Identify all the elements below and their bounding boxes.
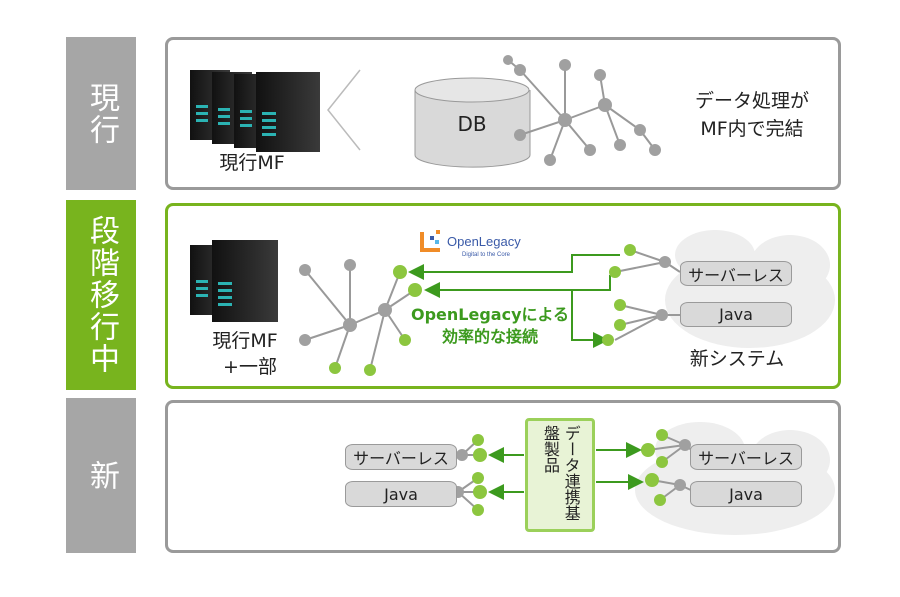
db-cylinder-icon <box>414 77 531 168</box>
connection-label-line1: OpenLegacyによる <box>410 305 570 324</box>
serverless-cylinder: サーバーレス <box>680 261 792 286</box>
openlegacy-logo: OpenLegacy Digital to the Core <box>420 230 521 258</box>
data-tree-current <box>503 55 661 166</box>
current-note-line2: MF内で完結 <box>700 118 804 140</box>
connection-label-line2: 効率的な接続 <box>441 327 539 346</box>
right-java-cylinder: Java <box>690 481 802 507</box>
left-java-cylinder: Java <box>345 481 457 507</box>
transition-mf-label: 現行MF <box>212 330 278 352</box>
data-tree-transition <box>299 259 422 376</box>
current-mf-label: 現行MF <box>219 152 285 174</box>
row-label-transition: 段階移行中 <box>66 200 136 390</box>
row-label-current: 現行 <box>66 37 136 190</box>
bracket-lines <box>327 69 361 151</box>
left-serverless-cylinder: サーバーレス <box>345 444 457 470</box>
data-tree-new-system <box>602 244 681 346</box>
connection-arrows <box>408 254 620 348</box>
svg-text:Digital to the Core: Digital to the Core <box>462 252 511 258</box>
row-label-new: 新 <box>66 398 136 553</box>
transition-mf-sub-label: +一部 <box>223 356 277 378</box>
right-serverless-cylinder: サーバーレス <box>690 444 802 470</box>
db-label: DB <box>457 112 487 136</box>
current-note-line1: データ処理が <box>694 90 810 112</box>
cloud-shape-transition <box>665 230 835 348</box>
hub-arrows <box>488 442 644 500</box>
java-cylinder: Java <box>680 302 792 327</box>
data-integration-hub-box: データ連携基盤製品 <box>525 418 595 532</box>
mainframe-server-icon <box>190 240 278 322</box>
new-system-label: 新システム <box>689 348 785 370</box>
svg-text:OpenLegacy: OpenLegacy <box>447 234 521 249</box>
mainframe-server-icon <box>190 70 320 152</box>
data-tree-new-left <box>452 434 487 516</box>
